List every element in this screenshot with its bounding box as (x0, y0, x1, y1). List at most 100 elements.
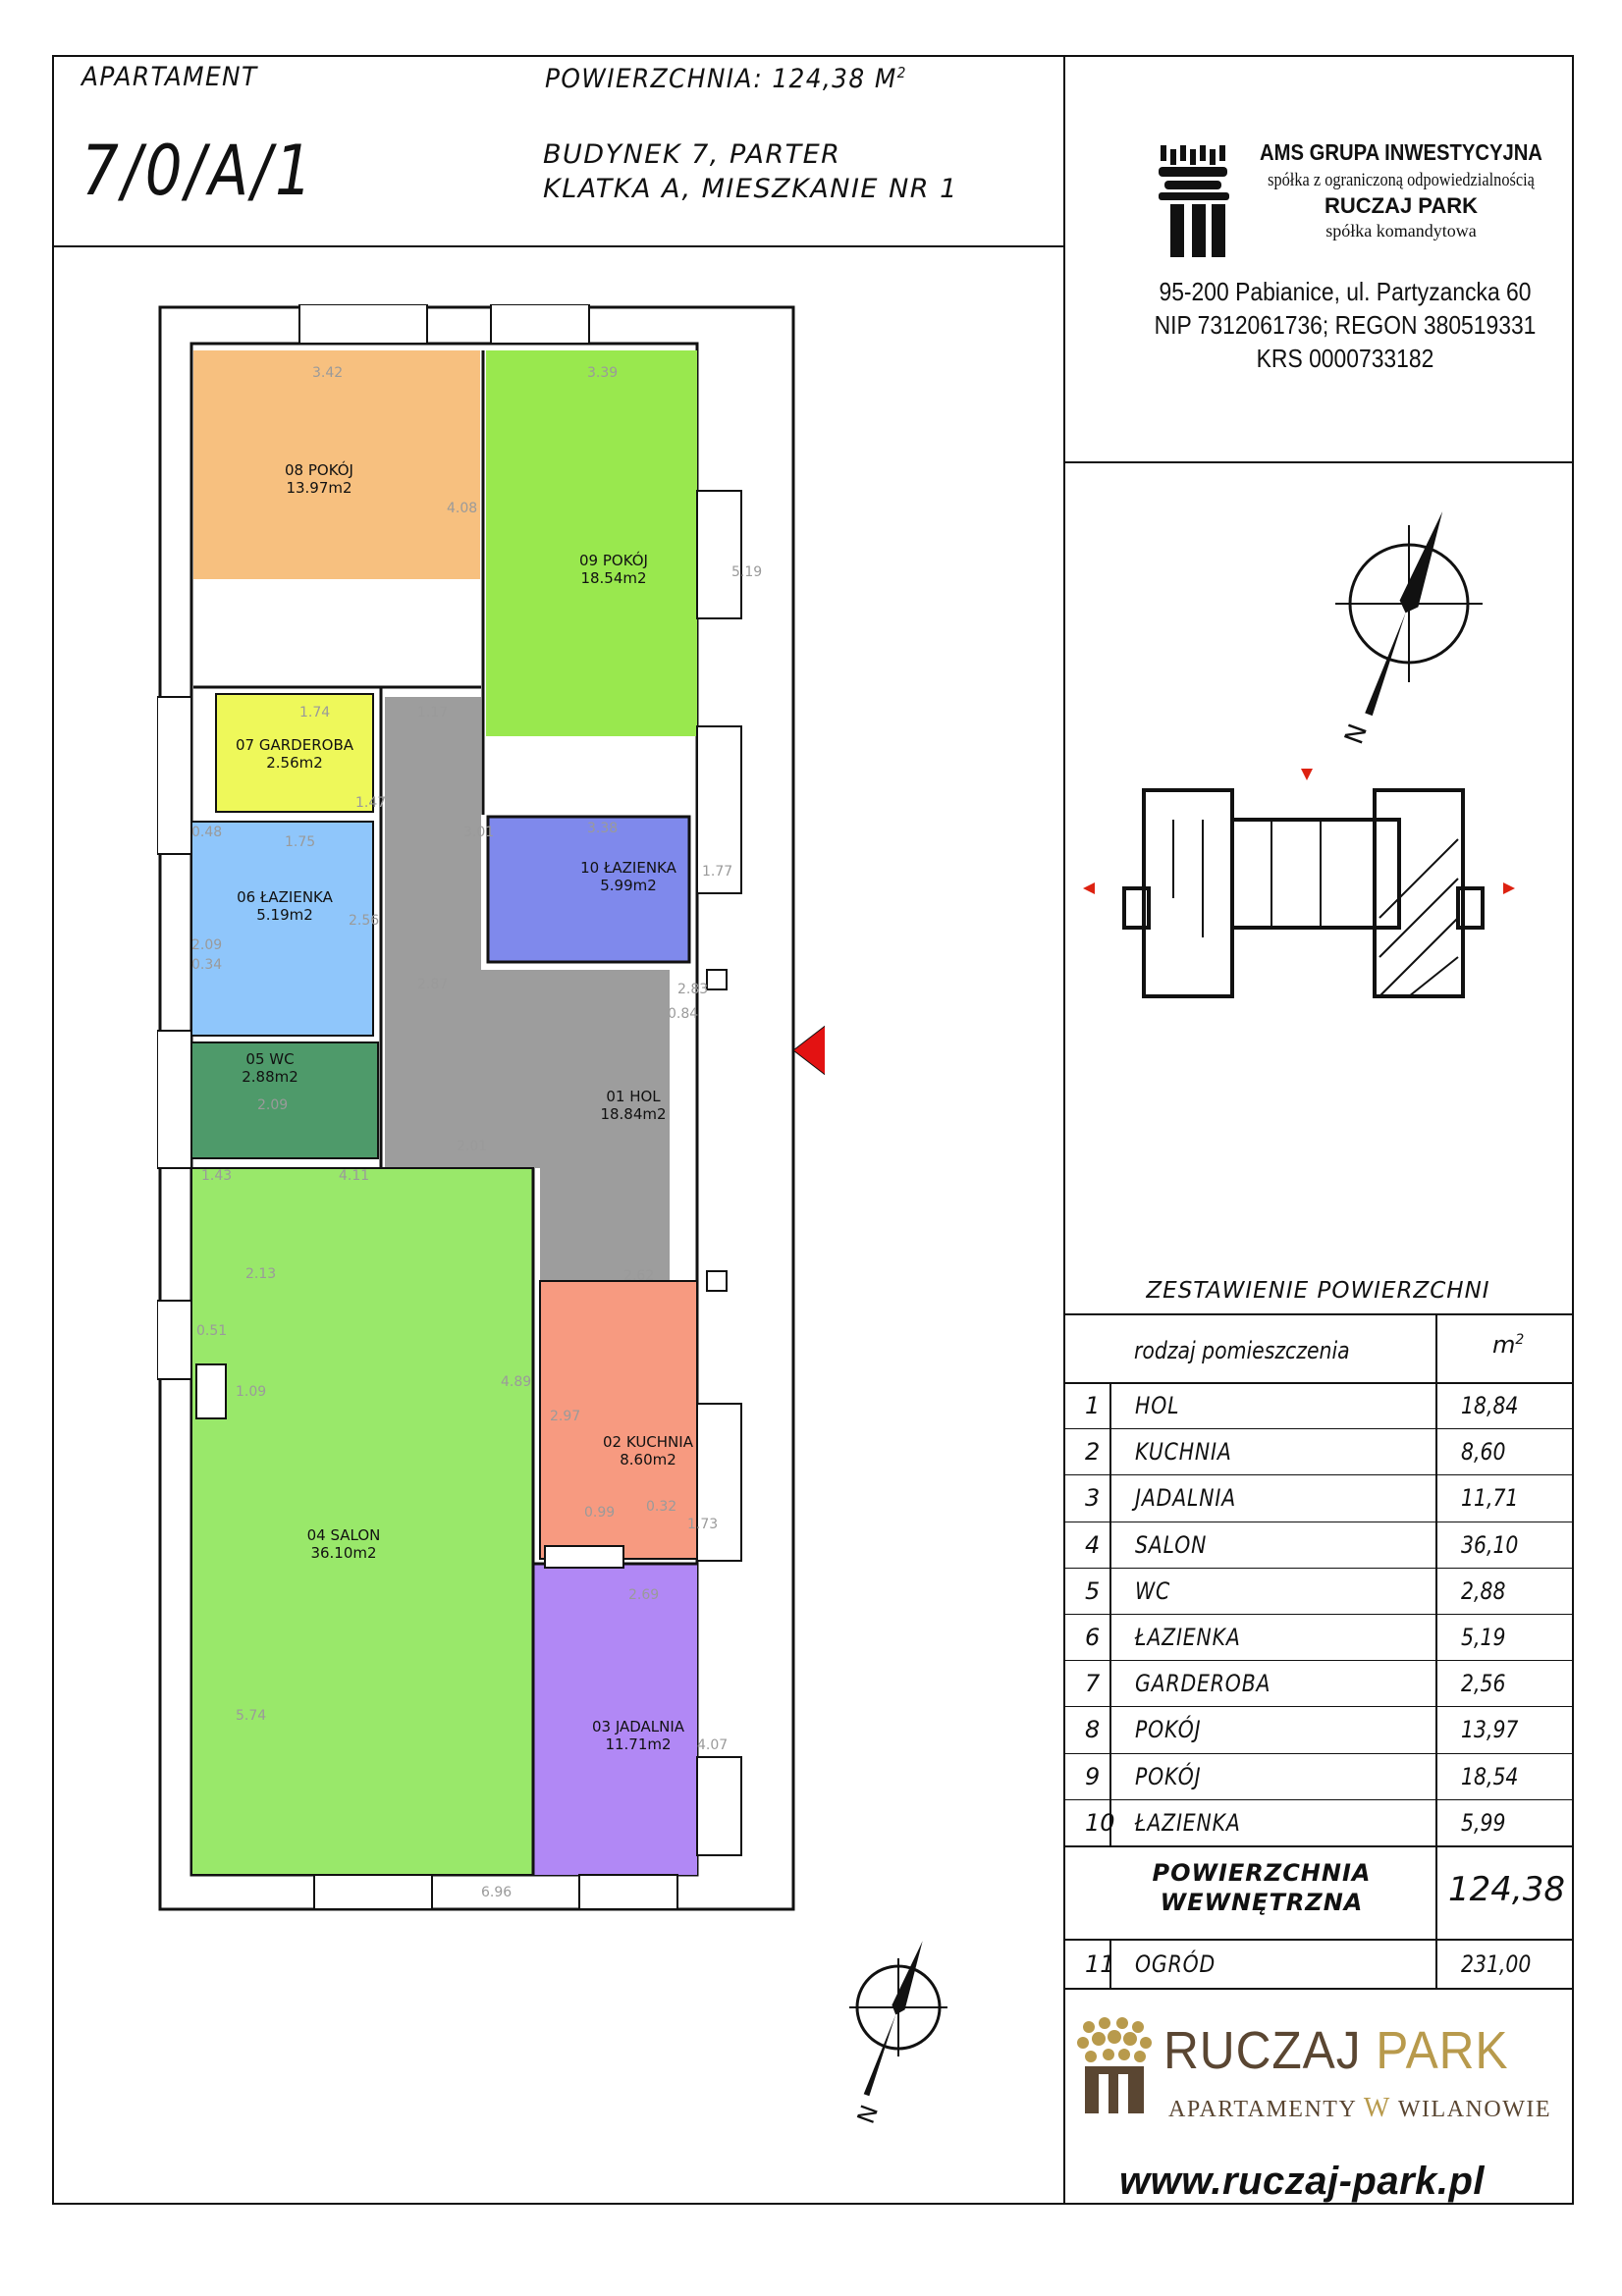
dimension-label: 5.19 (731, 564, 763, 580)
sheet-frame (52, 55, 1574, 2205)
building-line: BUDYNEK 7, PARTER (543, 139, 841, 170)
table-row-value: 2,56 (1461, 1670, 1506, 1698)
dimension-label: 1.47 (355, 795, 387, 811)
summary-total-line (1063, 1845, 1574, 1847)
table-row-name: JADALNIA (1135, 1484, 1237, 1513)
table-row-divider (1063, 1567, 1574, 1569)
dimension-label: 0.99 (584, 1505, 616, 1521)
company-name: AMS GRUPA INWESTYCYJNA (1260, 139, 1542, 165)
dimension-label: 2.01 (457, 1139, 488, 1154)
dimension-label: 1.75 (285, 834, 316, 850)
table-row-no: 2 (1085, 1438, 1101, 1467)
main-column-divider (1063, 55, 1065, 2205)
brand-tagline-3: WILANOWIE (1397, 2097, 1552, 2122)
compass-bottom-icon (849, 1941, 947, 2097)
company-ids: NIP 7312061736; REGON 380519331 (1154, 310, 1537, 340)
table-row-value: 18,84 (1461, 1392, 1519, 1419)
dimension-label: 1.09 (236, 1384, 267, 1400)
dimension-label: 6.96 (481, 1885, 513, 1900)
room-08 (193, 350, 480, 579)
dimension-label: 1.73 (687, 1517, 719, 1532)
table-row-name: ŁAZIENKA (1135, 1808, 1241, 1837)
summary-total-label: POWIERZCHNIA WEWNĘTRZNA (1114, 1858, 1409, 1917)
company-block: AMS GRUPA INWESTYCYJNA spółka z ogranicz… (1239, 139, 1563, 241)
summary-header-line (1063, 1382, 1574, 1384)
dimension-label: 2.62 (623, 1268, 655, 1284)
table-row-divider (1063, 1428, 1574, 1430)
summary-col-name-header: rodzaj pomieszczenia (1134, 1337, 1350, 1364)
dimension-label: 0.32 (646, 1499, 677, 1515)
company-project-form: spółka komandytowa (1325, 221, 1477, 240)
brand-tagline: APARTAMENTY W WILANOWIE (1168, 2093, 1551, 2124)
table-row-name: HOL (1135, 1392, 1180, 1419)
compass-icon (1335, 511, 1483, 717)
room-04 (190, 1167, 534, 1876)
dimension-label: 1.17 (417, 705, 449, 721)
table-row-no: 8 (1085, 1716, 1101, 1744)
table-row-no: 9 (1085, 1762, 1101, 1790)
building-info: BUDYNEK 7, PARTER KLATKA A, MIESZKANIE N… (543, 137, 958, 206)
area-label: POWIERZCHNIA: 124,38 M2 (545, 64, 907, 94)
brand-name-2: PARK (1376, 2021, 1509, 2080)
summary-col-unit-header: m2 (1492, 1331, 1525, 1359)
dimension-label: 4.08 (447, 501, 478, 516)
dimension-label: 0.84 (668, 1006, 699, 1022)
table-row-value: 18,54 (1461, 1762, 1519, 1790)
table-row-name: GARDEROBA (1135, 1670, 1271, 1698)
table-row-divider (1063, 1752, 1574, 1754)
table-row-name: POKÓJ (1135, 1716, 1202, 1744)
table-row-divider (1063, 1660, 1574, 1662)
table-row-divider (1063, 1474, 1574, 1476)
summary-extra-value: 231,00 (1461, 1950, 1532, 1978)
dimension-label: 3.39 (587, 365, 619, 381)
summary-total-value: 124,38 (1448, 1870, 1565, 1909)
dimension-label: 4.89 (501, 1374, 532, 1390)
summary-col-divider (1435, 1313, 1437, 1988)
company-address: 95-200 Pabianice, ul. Partyzancka 60 (1159, 277, 1532, 306)
table-row-value: 5,99 (1461, 1808, 1506, 1837)
dimension-label: 0.34 (191, 957, 223, 973)
ruczaj-park-logo-icon (1077, 2017, 1152, 2113)
table-row-no: 4 (1085, 1530, 1101, 1559)
summary-extra-line (1063, 1939, 1574, 1941)
table-row-divider (1063, 1798, 1574, 1800)
table-row-name: WC (1135, 1576, 1171, 1605)
dimension-label: 2.69 (628, 1587, 660, 1603)
table-row-no: 10 (1085, 1808, 1115, 1837)
dimension-label: 4.11 (339, 1168, 370, 1184)
company-project: RUCZAJ PARK (1324, 193, 1479, 218)
room-10 (486, 815, 691, 964)
dimension-label: 3.42 (312, 365, 344, 381)
dimension-label: 2.56 (349, 913, 380, 929)
dimension-label: 2.87 (417, 977, 449, 992)
summary-total-label-1: POWIERZCHNIA (1152, 1859, 1372, 1887)
room-07 (215, 693, 374, 813)
brand-name: RUCZAJ PARK (1163, 2020, 1508, 2081)
summary-extra-name: OGRÓD (1135, 1950, 1216, 1978)
brand-tagline-2: W (1363, 2093, 1391, 2123)
website-link[interactable]: www.ruczaj-park.pl (1119, 2160, 1486, 2203)
table-row-no: 1 (1085, 1392, 1101, 1419)
dimension-label: 2.13 (245, 1266, 277, 1282)
floor-plan (157, 304, 825, 1911)
summary-extra-no-divider (1109, 1939, 1111, 1988)
table-row-no: 6 (1085, 1624, 1101, 1651)
dimension-label: 0.48 (191, 825, 223, 840)
table-row-value: 36,10 (1461, 1530, 1519, 1559)
room-09 (486, 350, 697, 736)
room-06 (190, 821, 374, 1037)
brand-tagline-1: APARTAMENTY (1168, 2097, 1357, 2122)
room-02 (539, 1280, 698, 1560)
dimension-label: 2.09 (191, 937, 223, 953)
room-03 (533, 1564, 697, 1875)
table-row-value: 13,97 (1461, 1716, 1519, 1744)
